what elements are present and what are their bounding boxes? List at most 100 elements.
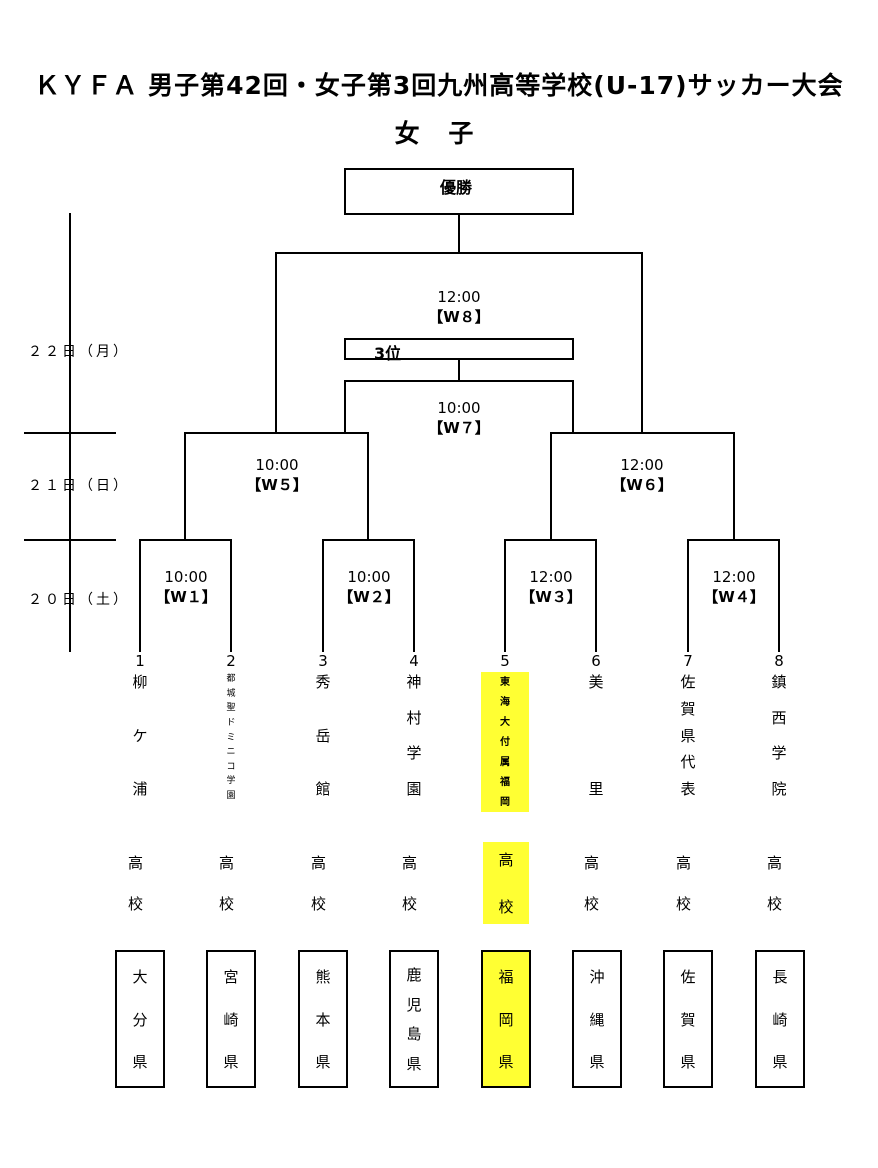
team-name-char: 神 xyxy=(406,673,422,691)
team-name-char: ニ xyxy=(226,747,236,758)
team-name-char: 城 xyxy=(226,688,236,699)
third-place-label: 3位 xyxy=(374,344,402,363)
team-name: 秀 岳 館 xyxy=(315,674,330,798)
team-name-char: 学 xyxy=(406,744,422,763)
team-name-char: 代 xyxy=(680,753,696,772)
suffix-char: 高 xyxy=(584,854,600,872)
match-code: 【W２】 xyxy=(338,588,400,606)
team-name: 神 村 学 園 xyxy=(406,674,421,798)
match-w6: 12:00 【W６】 xyxy=(592,455,692,495)
prefecture-char: 賀 xyxy=(680,1010,696,1029)
match-time: 12:00 xyxy=(437,288,481,306)
team-name-char: 岳 xyxy=(315,726,331,745)
match-code: 【W１】 xyxy=(155,588,217,606)
suffix-char: 高 xyxy=(767,854,783,872)
prefecture-char: 宮 xyxy=(223,968,239,986)
team-name-char: 里 xyxy=(588,780,604,798)
prefecture-char: 長 xyxy=(772,968,788,986)
team-seed: 3 xyxy=(318,652,328,670)
prefecture-box-5: 福 岡 県 xyxy=(481,950,531,1088)
prefecture-char: 崎 xyxy=(223,1010,239,1029)
team-3: 3 秀 岳 館 xyxy=(299,652,347,798)
team-name: 鎮 西 学 院 xyxy=(771,674,786,798)
prefecture-char: 岡 xyxy=(498,1010,514,1029)
team-name-char: 県 xyxy=(680,726,696,745)
team-2: 2 都 城 聖 ド ミ ニ コ 学 園 xyxy=(207,652,255,802)
team-name-char: 海 xyxy=(500,696,510,708)
team-7: 7 佐 賀 県 代 表 xyxy=(664,652,712,798)
prefecture-box-7: 佐 賀 県 xyxy=(663,950,713,1088)
team-name-char: 秀 xyxy=(315,673,331,691)
prefecture-char: 沖 xyxy=(589,968,605,986)
prefecture-box-2: 宮 崎 県 xyxy=(206,950,256,1088)
team-name-char: 付 xyxy=(500,736,510,748)
match-w7: 10:00 【W７】 xyxy=(409,398,509,438)
match-time: 10:00 xyxy=(437,399,481,417)
match-code: 【W８】 xyxy=(428,308,490,326)
team-name-char: 表 xyxy=(680,780,696,798)
third-place-box: 3位 xyxy=(344,338,574,363)
team-name-char: 柳 xyxy=(132,673,148,691)
match-time: 12:00 xyxy=(529,568,573,586)
suffix-char: 校 xyxy=(128,895,144,913)
team-seed: 4 xyxy=(409,652,419,670)
team-name-char: コ xyxy=(226,761,236,772)
suffix-char: 校 xyxy=(498,898,514,916)
prefecture-box-6: 沖 縄 県 xyxy=(572,950,622,1088)
team-name-char: 聖 xyxy=(226,703,236,714)
team-name-char: 都 xyxy=(226,674,236,684)
prefecture-char: 県 xyxy=(315,1053,331,1071)
team-seed: 2 xyxy=(226,652,236,670)
team-name-char: 岡 xyxy=(500,796,510,808)
team-name-char: 美 xyxy=(588,673,604,691)
prefecture-char: 県 xyxy=(498,1053,514,1071)
team-name-char: 西 xyxy=(771,708,787,727)
prefecture-box-3: 熊 本 県 xyxy=(298,950,348,1088)
prefecture-char: 崎 xyxy=(772,1010,788,1029)
match-time: 10:00 xyxy=(347,568,391,586)
suffix-char: 高 xyxy=(311,854,327,872)
match-time: 10:00 xyxy=(164,568,208,586)
team-name-char: 院 xyxy=(771,779,787,798)
champion-box: 優勝 xyxy=(344,168,574,215)
suffix-char: 校 xyxy=(311,895,327,913)
team-seed: 1 xyxy=(135,652,145,670)
team-name-char: 園 xyxy=(226,791,236,801)
team-seed: 7 xyxy=(683,652,693,670)
match-code: 【W５】 xyxy=(246,476,308,494)
match-time: 12:00 xyxy=(712,568,756,586)
prefecture-char: 県 xyxy=(132,1053,148,1071)
team-4: 4 神 村 学 園 xyxy=(390,652,438,798)
match-code: 【W３】 xyxy=(520,588,582,606)
team-name-char: 鎮 xyxy=(771,673,787,691)
team-3-suffix: 高 校 xyxy=(311,852,326,914)
prefecture-char: 分 xyxy=(132,1010,148,1029)
team-name-char: 浦 xyxy=(132,780,148,798)
match-code: 【W６】 xyxy=(611,476,673,494)
team-6-suffix: 高 校 xyxy=(584,852,599,914)
team-name-char: 東 xyxy=(500,676,510,688)
prefecture-box-8: 長 崎 県 xyxy=(755,950,805,1088)
day-label-20: ２０日（土） xyxy=(28,592,130,608)
prefecture-char: 本 xyxy=(315,1010,331,1029)
team-name-char: 学 xyxy=(226,776,236,787)
suffix-char: 校 xyxy=(584,895,600,913)
day-label-21: ２１日（日） xyxy=(28,478,130,494)
suffix-char: 校 xyxy=(676,895,692,913)
team-name-char: ド xyxy=(226,717,236,728)
team-seed: 5 xyxy=(500,652,510,670)
match-time: 12:00 xyxy=(620,456,664,474)
match-time: 10:00 xyxy=(255,456,299,474)
team-name: 柳 ケ 浦 xyxy=(132,674,147,798)
team-name-char: 属 xyxy=(500,756,510,768)
prefecture-char: 県 xyxy=(406,1054,422,1073)
team-seed: 6 xyxy=(591,652,601,670)
prefecture-char: 縄 xyxy=(589,1010,605,1029)
team-8: 8 鎮 西 学 院 xyxy=(755,652,803,798)
match-w3: 12:00 【W３】 xyxy=(501,567,601,607)
match-code: 【W４】 xyxy=(703,588,765,606)
match-code: 【W７】 xyxy=(428,419,490,437)
champion-label: 優勝 xyxy=(440,178,473,197)
team-name-char: 村 xyxy=(406,708,422,727)
